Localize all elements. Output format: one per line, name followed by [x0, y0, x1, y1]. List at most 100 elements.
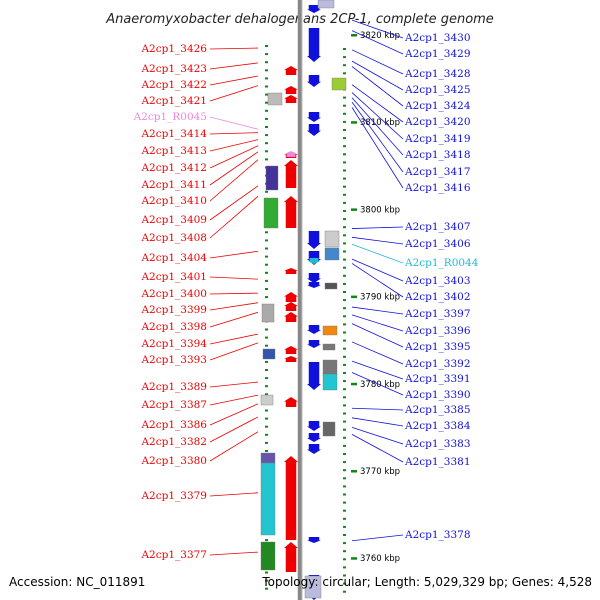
gene-domain-box — [260, 541, 276, 571]
right-gene-arrow — [307, 28, 321, 62]
gene-leader-line — [209, 276, 259, 280]
gene-leader-line — [351, 341, 404, 365]
right-gene-label: A2cp1_3378 — [404, 529, 471, 541]
left-gene-arrow — [284, 312, 298, 322]
gene-leader-line — [351, 372, 404, 396]
gene-leader-line — [351, 427, 404, 445]
scale-tick — [343, 315, 346, 318]
gene-leader-line — [209, 394, 259, 406]
scale-tick — [343, 509, 346, 512]
scale-tick — [343, 64, 346, 67]
gene-domain-box — [260, 452, 276, 464]
left-gene-label: A2cp1_3404 — [140, 252, 207, 264]
scale-tick — [343, 372, 346, 374]
gene-leader-line — [209, 151, 259, 186]
gene-leader-line — [351, 243, 404, 264]
left-gene-label: A2cp1_3400 — [140, 288, 207, 300]
right-gene-arrow — [307, 433, 321, 442]
scale-tick — [343, 574, 346, 577]
left-gene-arrow — [284, 456, 298, 540]
scale-tick — [265, 126, 268, 128]
left-gene-label: A2cp1_3408 — [140, 232, 207, 244]
scale-tick — [343, 339, 346, 342]
right-gene-label: A2cp1_3402 — [404, 291, 471, 303]
right-gene-arrow — [307, 124, 321, 136]
scale-tick — [343, 48, 346, 50]
right-gene-arrow — [307, 75, 321, 87]
scale-tick — [265, 158, 268, 161]
gene-leader-line — [351, 92, 404, 140]
scale-tick — [265, 263, 268, 266]
kbp-label: 3760 kbp — [360, 554, 400, 564]
gene-domain-box — [322, 343, 336, 351]
gene-leader-line — [351, 101, 404, 173]
left-gene-label: A2cp1_3421 — [140, 95, 207, 107]
scale-tick — [343, 185, 346, 188]
scale-major-tick — [351, 382, 357, 386]
scale-tick — [265, 53, 268, 56]
scale-major-tick — [351, 557, 357, 560]
left-gene-arrow — [284, 66, 298, 75]
gene-leader-line — [209, 75, 259, 86]
right-gene-arrow — [307, 5, 321, 13]
scale-major-tick — [351, 34, 357, 37]
scale-tick — [343, 299, 346, 302]
left-gene-label: A2cp1_3393 — [140, 354, 207, 366]
scale-tick — [343, 436, 346, 439]
gene-leader-line — [209, 159, 259, 202]
right-gene-arrow — [307, 537, 321, 543]
right-gene-label: A2cp1_3381 — [404, 456, 471, 468]
right-gene-arrow — [307, 340, 321, 348]
gene-leader-line — [351, 417, 404, 427]
left-gene-label: A2cp1_3382 — [140, 436, 207, 448]
kbp-label: 3800 kbp — [360, 205, 400, 215]
gene-domain-box — [322, 373, 338, 391]
gene-leader-line — [351, 97, 404, 156]
scale-tick — [265, 279, 268, 282]
scale-tick — [265, 117, 268, 120]
left-gene-label: A2cp1_3422 — [140, 79, 207, 91]
right-gene-label: A2cp1_3383 — [404, 438, 471, 450]
gene-leader-line — [351, 107, 404, 189]
gene-leader-line — [209, 47, 259, 50]
scale-tick — [265, 450, 268, 452]
left-gene-arrow — [284, 196, 298, 228]
scale-tick — [343, 363, 346, 366]
left-gene-arrow — [284, 95, 298, 103]
gene-leader-line — [209, 551, 259, 556]
right-gene-arrow — [307, 325, 321, 334]
gene-leader-line — [351, 306, 404, 315]
gene-leader-line — [351, 19, 404, 39]
right-gene-label: A2cp1_3384 — [404, 420, 471, 432]
scale-tick — [265, 255, 268, 258]
gene-domain-box — [260, 462, 276, 536]
right-gene-label: A2cp1_3416 — [404, 182, 471, 194]
gene-leader-line — [351, 84, 404, 123]
scale-tick — [343, 550, 346, 553]
left-gene-arrow — [284, 356, 298, 362]
scale-tick — [343, 347, 346, 350]
left-gene-arrow — [284, 268, 298, 274]
scale-tick — [343, 582, 346, 585]
left-gene-label: A2cp1_R0045 — [133, 111, 207, 123]
gene-leader-line — [209, 292, 259, 295]
right-gene-label: A2cp1_3424 — [404, 100, 471, 112]
left-gene-label: A2cp1_3411 — [140, 179, 207, 191]
right-gene-label: A2cp1_3406 — [404, 238, 471, 250]
scale-tick — [343, 177, 346, 180]
gene-domain-box — [324, 230, 340, 248]
scale-tick — [265, 190, 268, 193]
gene-domain-box — [262, 348, 276, 360]
left-gene-label: A2cp1_3379 — [140, 490, 207, 502]
left-gene-arrow — [284, 542, 298, 572]
gene-domain-box — [261, 303, 275, 323]
gene-leader-line — [209, 139, 259, 152]
scale-tick — [265, 247, 268, 250]
scale-tick — [343, 96, 346, 99]
scale-tick — [343, 469, 346, 472]
scale-tick — [343, 355, 346, 358]
left-gene-label: A2cp1_3423 — [140, 63, 207, 75]
scale-tick — [343, 590, 346, 593]
scale-tick — [265, 344, 268, 347]
gene-leader-line — [209, 302, 259, 311]
